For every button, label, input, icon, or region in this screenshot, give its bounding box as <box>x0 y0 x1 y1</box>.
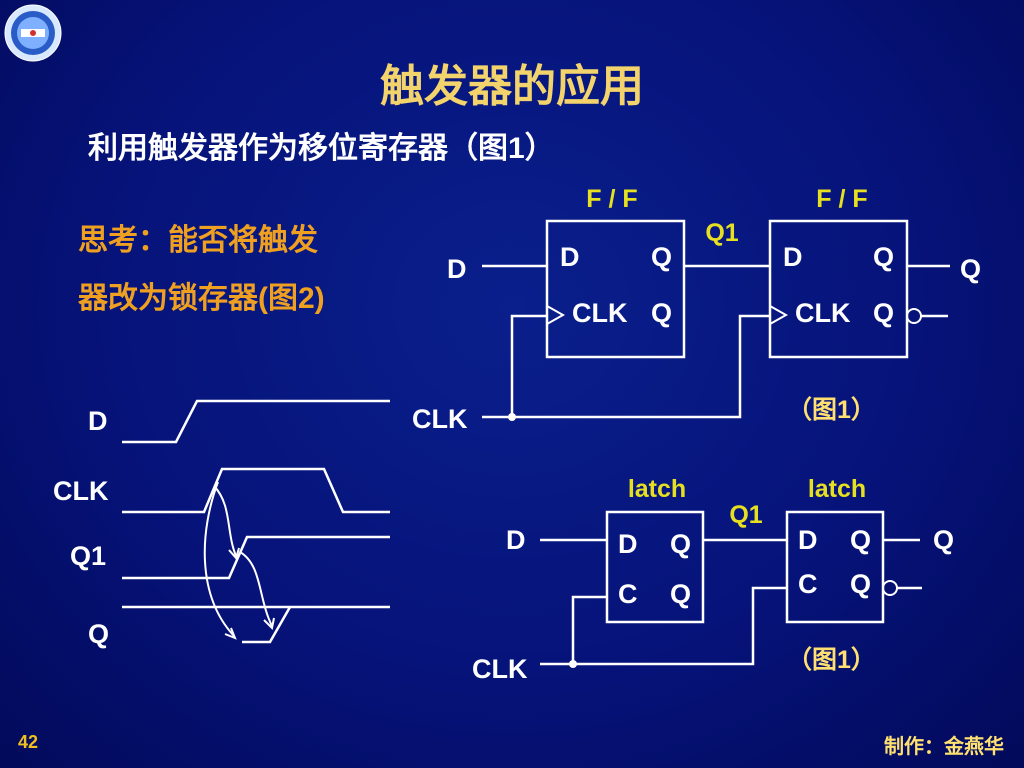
latch1-pin-q: Q <box>670 529 691 559</box>
think-line-1: 思考：能否将触发 <box>78 224 318 257</box>
timing-label-clk: CLK <box>53 476 109 506</box>
latch2-pin-q: Q <box>850 525 871 555</box>
latch1-pin-qbar: Q <box>670 579 691 609</box>
latch1-box <box>605 510 705 624</box>
think-line-2: 器改为锁存器(图2) <box>78 282 325 315</box>
ff2-pin-qbar: Q <box>873 298 894 328</box>
wave-q-low <box>242 606 292 644</box>
latch1-label: latch <box>628 475 686 503</box>
arrow-head-3 <box>263 617 275 631</box>
latch2-inverter-bubble <box>882 580 898 596</box>
ff1-label: F / F <box>586 185 637 213</box>
ff1-clock-triangle <box>546 305 566 325</box>
ff1-pin-clk: CLK <box>572 298 628 328</box>
latch2-pin-c: C <box>798 569 818 599</box>
fig1-caption: （图1） <box>787 395 876 424</box>
figure2-latches: latch latch D Q C Q D Q C Q D Q1 Q CLK （… <box>472 475 954 684</box>
ff1-pin-d: D <box>560 242 580 272</box>
arrow-clk-to-q1 <box>213 485 237 557</box>
latch2-label: latch <box>808 475 866 503</box>
subtitle: 利用触发器作为移位寄存器（图1） <box>88 132 555 165</box>
arrow-q1-to-q <box>239 551 273 627</box>
fig2-output-q: Q <box>933 525 954 555</box>
fig2-input-d: D <box>506 525 526 555</box>
fig2-caption: （图1） <box>787 645 876 674</box>
ff1-box <box>545 219 686 359</box>
latch1-pin-d: D <box>618 529 638 559</box>
fig1-input-clk: CLK <box>412 404 468 434</box>
fig2-input-clk: CLK <box>472 654 528 684</box>
fig1-output-q: Q <box>960 254 981 284</box>
ff2-label: F / F <box>816 185 867 213</box>
figure1-shift-register: F / F F / F D Q CLK Q D Q CLK Q D Q1 Q C… <box>412 185 981 434</box>
arrow-head-1 <box>228 547 240 561</box>
wave-d <box>122 399 390 444</box>
author-credit: 制作：金燕华 <box>884 736 1004 758</box>
timing-label-q: Q <box>88 619 109 649</box>
latch2-box <box>785 510 885 624</box>
wave-clk <box>122 467 390 514</box>
university-seal-icon <box>4 4 62 62</box>
arrow-head-2 <box>224 627 237 640</box>
ff2-box <box>768 219 909 359</box>
arrow-clk-to-q <box>203 481 235 637</box>
fig1-input-d: D <box>447 254 467 284</box>
ff2-pin-q: Q <box>873 242 894 272</box>
fig1-clk-junction <box>508 413 516 421</box>
ff1-pin-q: Q <box>651 242 672 272</box>
page-title: 触发器的应用 <box>380 62 644 111</box>
wave-q1 <box>122 535 390 580</box>
think-question: 思考：能否将触发 器改为锁存器(图2) <box>78 212 325 328</box>
ff1-pin-qbar: Q <box>651 298 672 328</box>
ff2-pin-d: D <box>783 242 803 272</box>
ff2-clock-triangle <box>769 305 789 325</box>
latch1-pin-c: C <box>618 579 638 609</box>
ff2-pin-clk: CLK <box>795 298 851 328</box>
fig2-clk-junction <box>569 660 577 668</box>
timing-label-d: D <box>88 406 108 436</box>
timing-label-q1: Q1 <box>70 541 106 571</box>
fig1-q1-label: Q1 <box>705 219 738 247</box>
latch2-pin-d: D <box>798 525 818 555</box>
latch2-pin-qbar: Q <box>850 569 871 599</box>
ff2-inverter-bubble <box>906 308 922 324</box>
timing-diagram: D CLK Q1 Q <box>53 399 390 649</box>
fig2-q1-label: Q1 <box>729 501 762 529</box>
page-number: 42 <box>18 732 39 752</box>
